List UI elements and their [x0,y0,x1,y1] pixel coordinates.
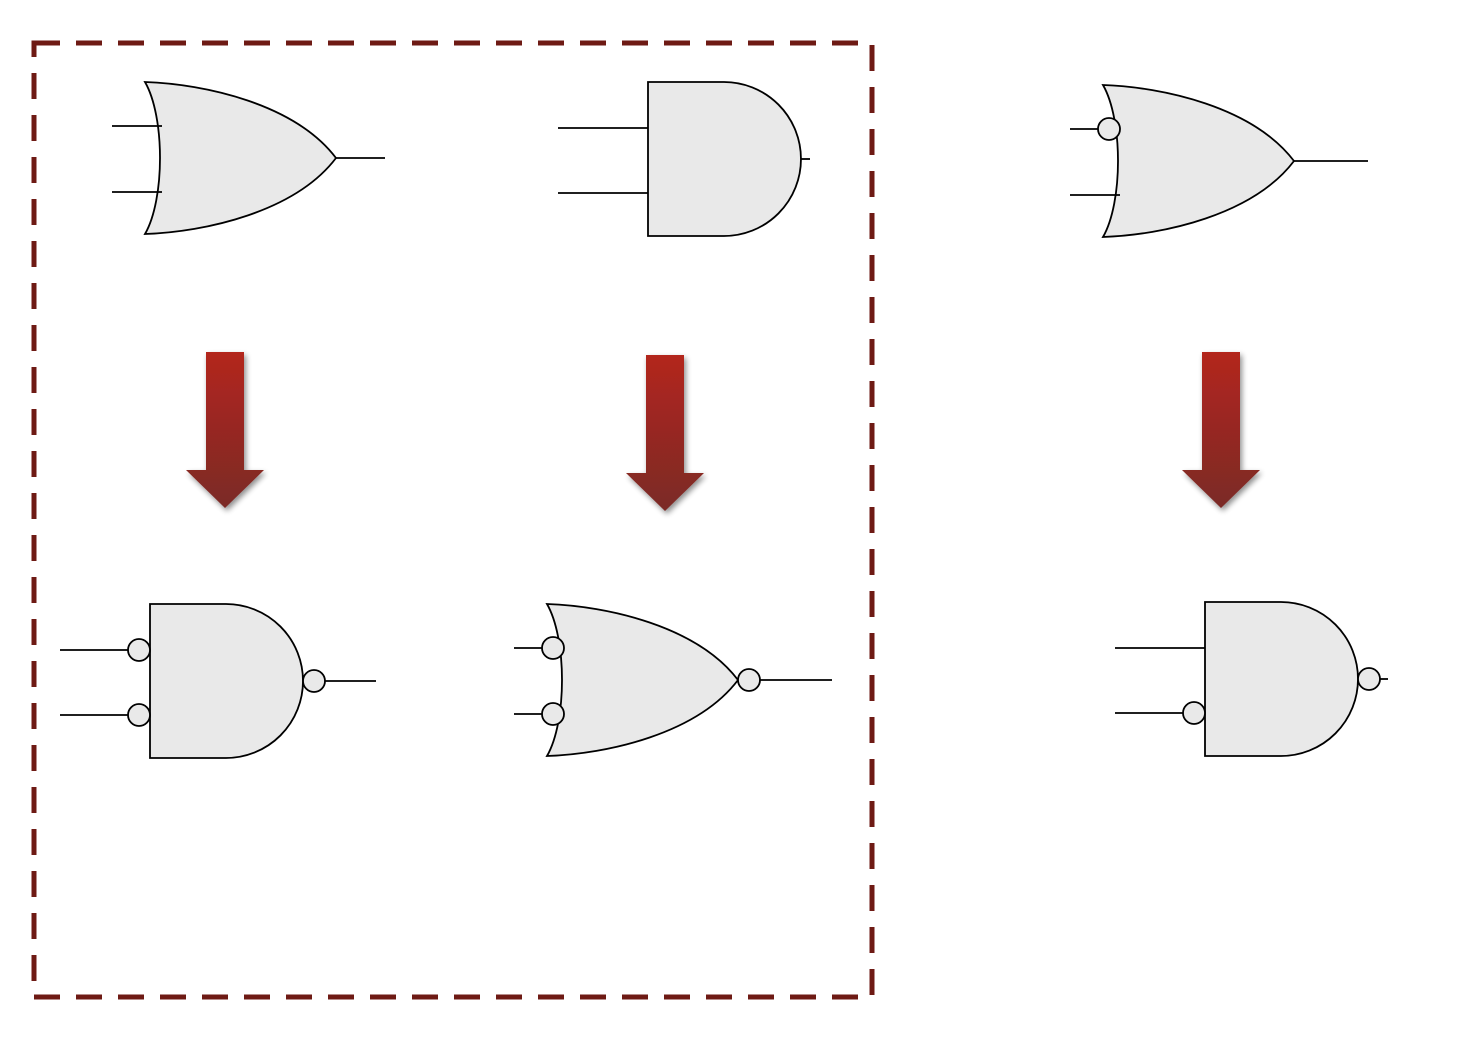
down-arrow-icon [626,355,704,511]
inversion-bubble-icon [737,668,761,692]
and-gate-body [1204,601,1359,757]
column-3 [1070,84,1388,757]
and-gate-top [558,81,810,237]
dashed-group-box [31,40,875,1000]
arrows-layer [186,352,1260,511]
inversion-bubble-icon [1097,117,1121,141]
or-gate-top [1070,84,1368,238]
and-gate-body [149,603,304,759]
and-gate-body [647,81,802,237]
inversion-bubble-icon [1182,701,1206,725]
inversion-bubble-icon [127,638,151,662]
and-gate-bottom [1115,601,1388,757]
inversion-bubble-icon [541,636,565,660]
column-2 [514,81,832,757]
gates-layer [60,81,1388,759]
column-1 [60,81,385,759]
or-gate-body [545,603,740,757]
down-arrow-icon [186,352,264,508]
or-gate-top [112,81,385,235]
inversion-bubble-icon [541,702,565,726]
inversion-bubble-icon [127,703,151,727]
or-gate-body [1101,84,1296,238]
or-gate-body [143,81,338,235]
and-gate-bottom [60,603,376,759]
inversion-bubble-icon [1357,667,1381,691]
down-arrow-icon [1182,352,1260,508]
inversion-bubble-icon [302,669,326,693]
or-gate-bottom [514,603,832,757]
